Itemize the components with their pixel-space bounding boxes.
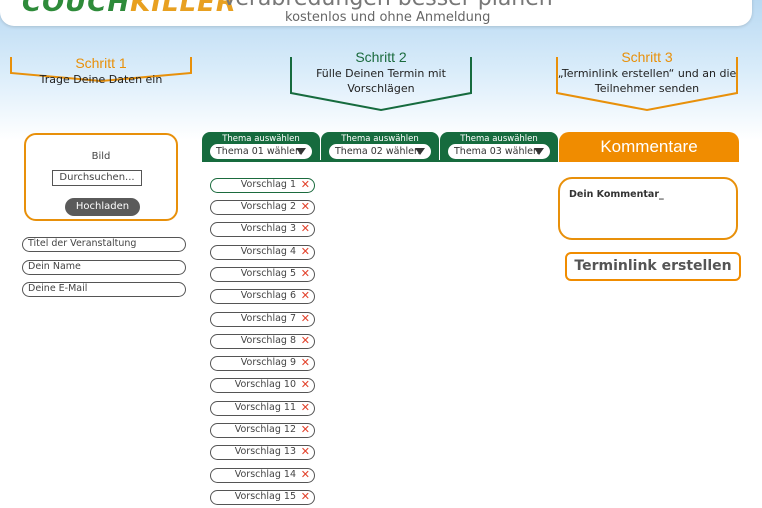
step-2: Schritt 2 Fülle Deinen Termin mit Vorsch… [290, 49, 472, 113]
proposal-item[interactable]: Vorschlag 5 ✕ [210, 267, 315, 282]
theme-2-value: Thema 02 wählen [335, 146, 420, 157]
proposal-item[interactable]: Vorschlag 1 ✕ [210, 178, 315, 193]
close-x-icon[interactable]: ✕ [300, 401, 310, 414]
step-1-bracket-icon [10, 57, 192, 83]
header-bar [0, 0, 752, 26]
close-x-icon[interactable]: ✕ [300, 334, 310, 347]
close-x-icon[interactable]: ✕ [300, 356, 310, 369]
proposal-item[interactable]: Vorschlag 3 ✕ [210, 222, 315, 237]
step-3-title: Schritt 3 [621, 49, 673, 65]
proposal-label: Vorschlag 2 [240, 201, 296, 212]
comment-textarea[interactable]: Dein Kommentar_ [558, 177, 738, 240]
step-3-text-line2: Teilnehmer senden [594, 82, 700, 95]
proposal-item[interactable]: Vorschlag 6 ✕ [210, 289, 315, 304]
proposal-item[interactable]: Vorschlag 9 ✕ [210, 356, 315, 371]
page-title: Verabredungen besser planen [222, 0, 553, 11]
triangle-down-icon [534, 148, 544, 155]
proposal-label: Vorschlag 8 [240, 335, 296, 346]
proposal-label: Vorschlag 13 [234, 446, 296, 457]
proposal-label: Vorschlag 14 [234, 469, 296, 480]
proposal-item[interactable]: Vorschlag 7 ✕ [210, 312, 315, 327]
event-title-input[interactable]: Titel der Veranstaltung [22, 237, 186, 252]
close-x-icon[interactable]: ✕ [300, 468, 310, 481]
proposal-label: Vorschlag 12 [234, 424, 296, 435]
proposal-item[interactable]: Vorschlag 15 ✕ [210, 490, 315, 505]
image-label: Bild [91, 151, 111, 162]
upload-button[interactable]: Hochladen [65, 198, 140, 216]
theme-1-select[interactable]: Thema 01 wählen [210, 144, 312, 159]
close-x-icon[interactable]: ✕ [300, 289, 310, 302]
proposal-label: Vorschlag 15 [234, 491, 296, 502]
proposal-label: Vorschlag 3 [240, 223, 296, 234]
step-3-bracket-icon [556, 57, 738, 112]
triangle-down-icon [296, 148, 306, 155]
proposal-label: Vorschlag 1 [240, 179, 296, 190]
close-x-icon[interactable]: ✕ [300, 245, 310, 258]
page-subtitle: kostenlos und ohne Anmeldung [285, 10, 491, 25]
proposal-item[interactable]: Vorschlag 2 ✕ [210, 200, 315, 215]
proposal-label: Vorschlag 4 [240, 246, 296, 257]
browse-button[interactable]: Durchsuchen... [52, 170, 142, 186]
proposal-item[interactable]: Vorschlag 14 ✕ [210, 468, 315, 483]
proposal-label: Vorschlag 7 [240, 313, 296, 324]
close-x-icon[interactable]: ✕ [300, 267, 310, 280]
proposal-item[interactable]: Vorschlag 11 ✕ [210, 401, 315, 416]
step-1-title: Schritt 1 [75, 55, 127, 71]
proposal-item[interactable]: Vorschlag 12 ✕ [210, 423, 315, 438]
proposal-label: Vorschlag 5 [240, 268, 296, 279]
close-x-icon[interactable]: ✕ [300, 222, 310, 235]
step-2-title: Schritt 2 [355, 49, 407, 65]
step-2-text-line2: Vorschlägen [347, 82, 415, 95]
theme-3-value: Thema 03 wählen [454, 146, 539, 157]
close-x-icon[interactable]: ✕ [300, 178, 310, 191]
step-2-text-line1: Fülle Deinen Termin mit [316, 67, 446, 80]
theme-tab-1: Thema auswählen Thema 01 wählen [202, 132, 320, 162]
proposal-item[interactable]: Vorschlag 10 ✕ [210, 378, 315, 393]
proposal-item[interactable]: Vorschlag 4 ✕ [210, 245, 315, 260]
image-upload-box: Bild Durchsuchen... Hochladen [24, 133, 178, 221]
step-2-bracket-icon [290, 57, 472, 112]
proposal-item[interactable]: Vorschlag 8 ✕ [210, 334, 315, 349]
proposal-label: Vorschlag 10 [234, 379, 296, 390]
close-x-icon[interactable]: ✕ [300, 423, 310, 436]
name-input[interactable]: Dein Name [22, 260, 186, 275]
close-x-icon[interactable]: ✕ [300, 200, 310, 213]
step-1: Schritt 1 Trage Deine Daten ein [10, 55, 192, 115]
theme-3-select[interactable]: Thema 03 wählen [448, 144, 550, 159]
theme-2-select[interactable]: Thema 02 wählen [329, 144, 431, 159]
logo-couch: COUCH [22, 0, 131, 18]
theme-tab-1-label: Thema auswählen [222, 134, 300, 144]
create-link-button[interactable]: Terminlink erstellen [565, 252, 741, 281]
comments-tab[interactable]: Kommentare [559, 132, 739, 162]
proposal-label: Vorschlag 11 [234, 402, 296, 413]
theme-tab-underline [202, 160, 558, 162]
close-x-icon[interactable]: ✕ [300, 445, 310, 458]
triangle-down-icon [415, 148, 425, 155]
step-1-text: Trage Deine Daten ein [39, 73, 163, 86]
step-3: Schritt 3 „Terminlink erstellen“ und an … [556, 49, 738, 113]
step-3-text-line1: „Terminlink erstellen“ und an die [557, 67, 737, 80]
theme-tab-3-label: Thema auswählen [460, 134, 538, 144]
theme-tab-3: Thema auswählen Thema 03 wählen [440, 132, 558, 162]
proposal-label: Vorschlag 9 [240, 357, 296, 368]
theme-tab-2-label: Thema auswählen [341, 134, 419, 144]
theme-tab-2: Thema auswählen Thema 02 wählen [321, 132, 439, 162]
email-input[interactable]: Deine E-Mail [22, 282, 186, 297]
close-x-icon[interactable]: ✕ [300, 490, 310, 503]
logo-killer: KILLER [130, 0, 237, 18]
theme-1-value: Thema 01 wählen [216, 146, 301, 157]
close-x-icon[interactable]: ✕ [300, 378, 310, 391]
proposal-item[interactable]: Vorschlag 13 ✕ [210, 445, 315, 460]
proposal-label: Vorschlag 6 [240, 290, 296, 301]
close-x-icon[interactable]: ✕ [300, 312, 310, 325]
logo[interactable]: COUCHKILLER [22, 0, 237, 18]
